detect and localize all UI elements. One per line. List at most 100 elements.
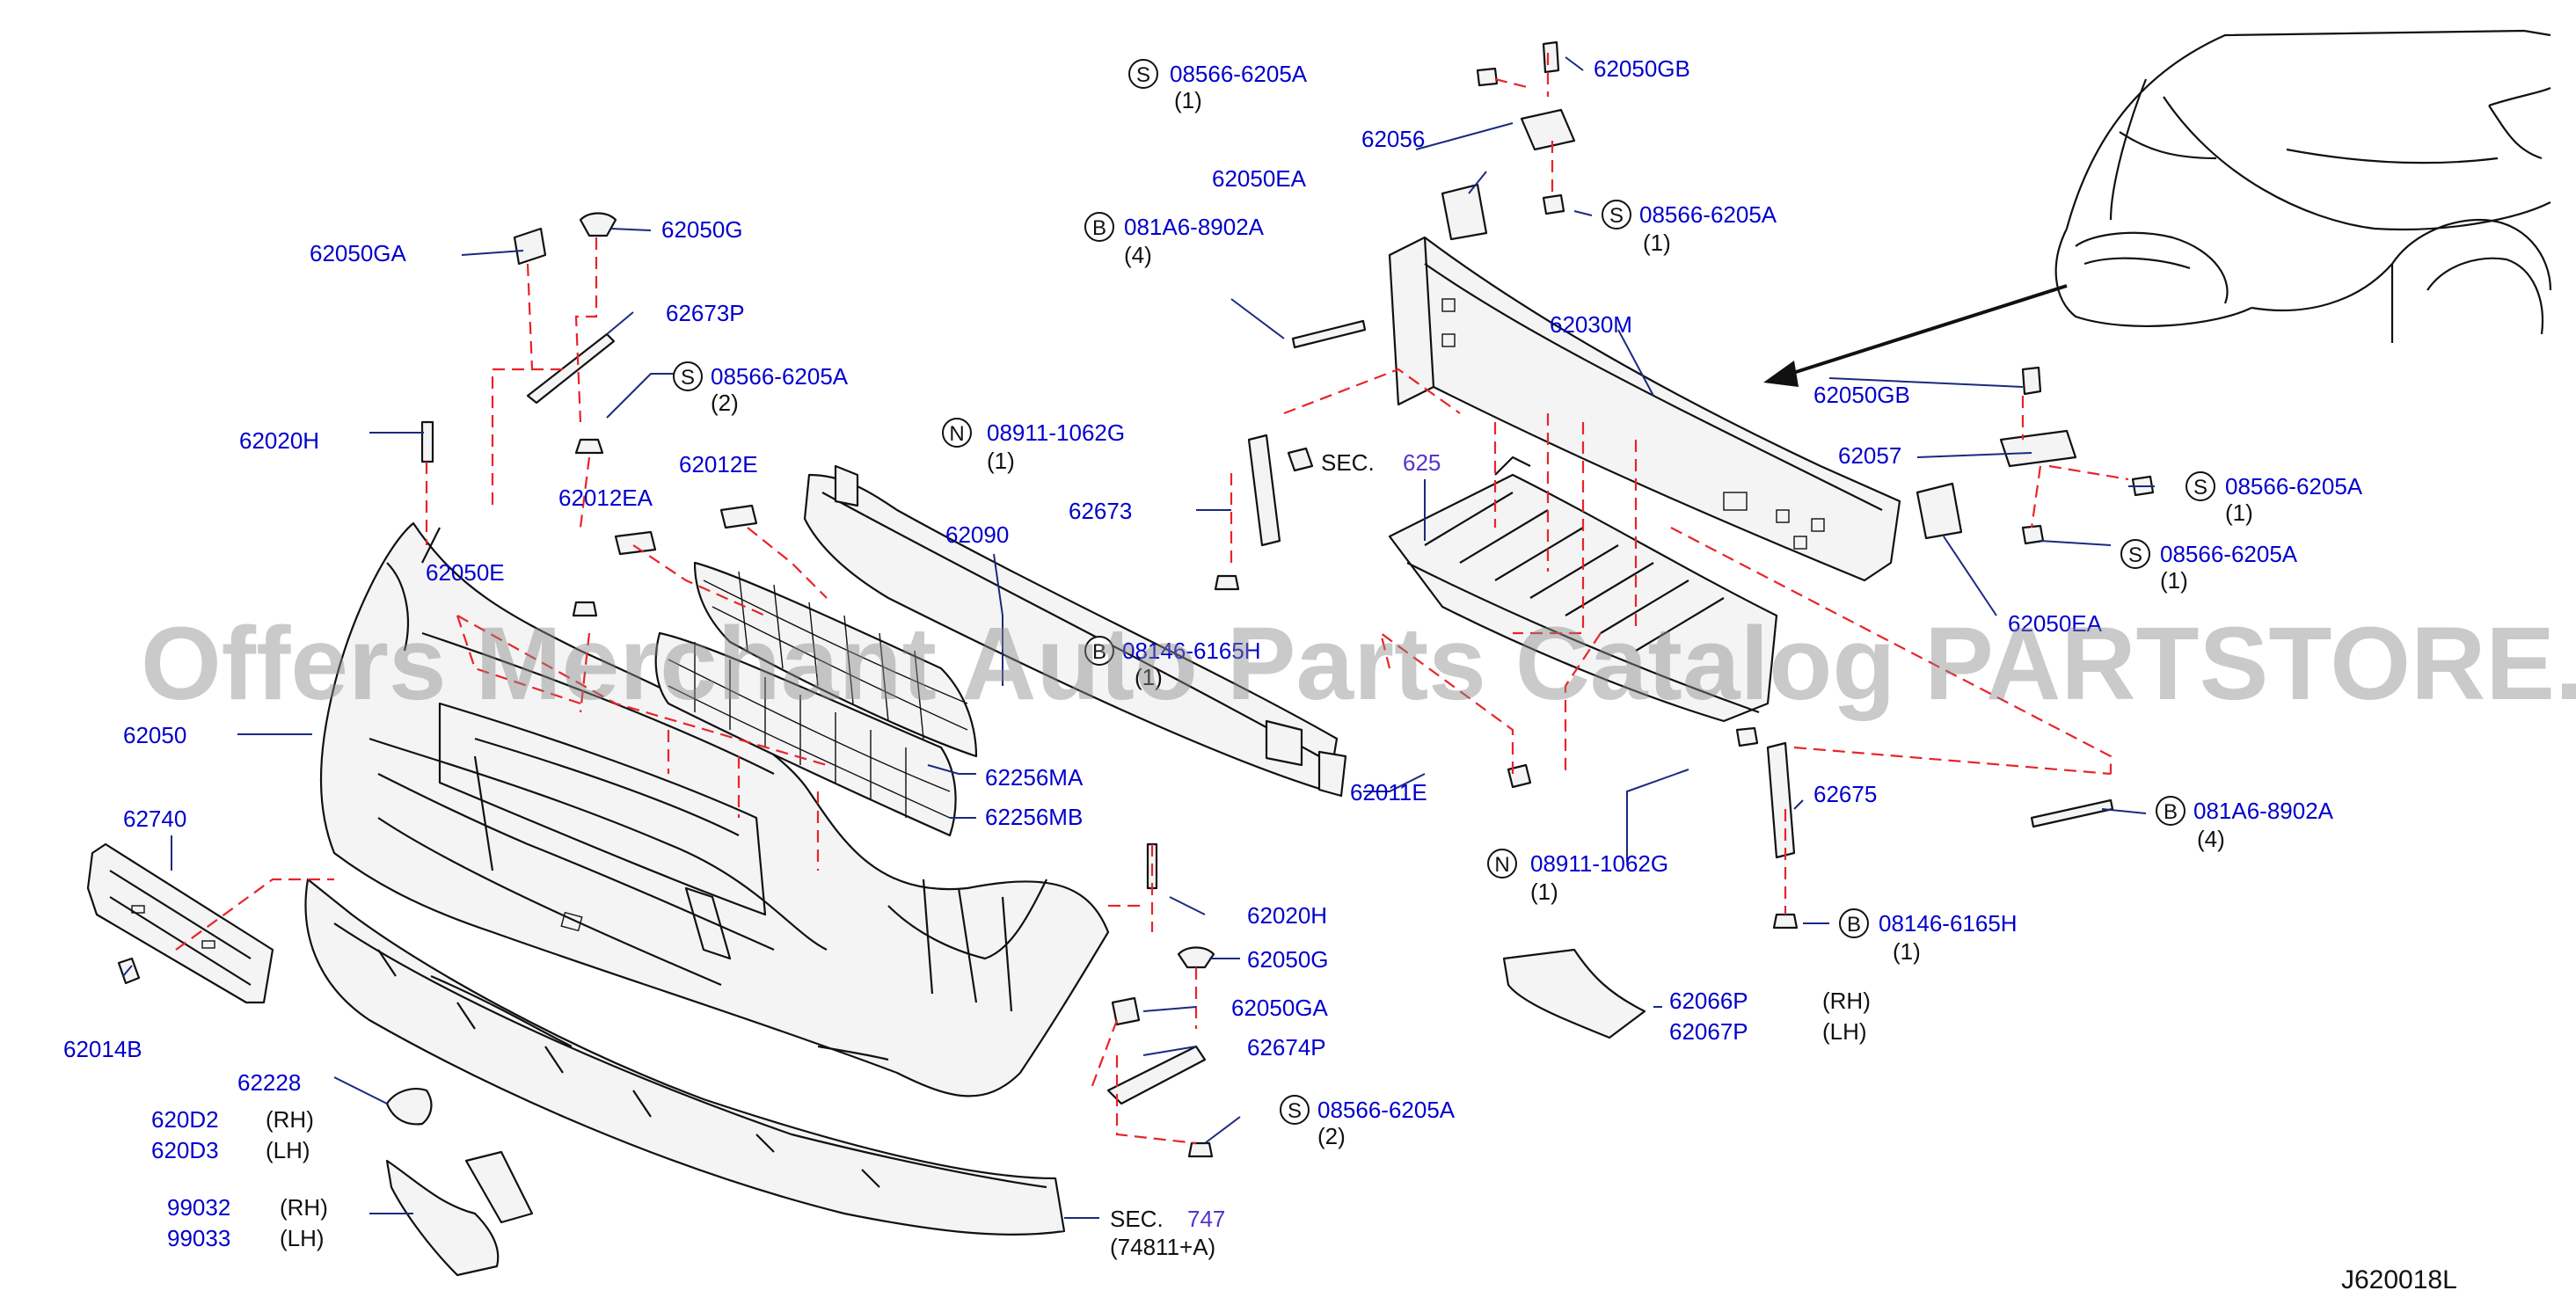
circle-n-2-letter: N — [1494, 853, 1509, 877]
grille-62256MB[interactable] — [654, 631, 957, 837]
circle-s-5-letter: S — [2193, 476, 2207, 499]
label-s6-code[interactable]: 08566-6205A — [2160, 541, 2298, 567]
label-62228[interactable]: 62228 — [237, 1069, 301, 1096]
label-s5-code[interactable]: 08566-6205A — [2225, 473, 2363, 499]
label-62012EA[interactable]: 62012EA — [558, 485, 653, 511]
label-sec625-link[interactable]: 625 — [1403, 449, 1441, 476]
under-cover-sec747[interactable] — [304, 878, 1066, 1236]
bracket-620D2-620D3[interactable] — [464, 1150, 534, 1224]
fasteners — [420, 40, 2155, 1158]
label-62020H-mid[interactable]: 62020H — [1247, 902, 1327, 929]
label-s5-qty: (1) — [2225, 499, 2253, 526]
label-sec747-link[interactable]: 747 — [1187, 1206, 1225, 1232]
label-62256MB[interactable]: 62256MB — [985, 804, 1083, 830]
label-62030M[interactable]: 62030M — [1550, 311, 1632, 338]
circle-b-2-letter: B — [2164, 800, 2178, 824]
label-62050EA-right[interactable]: 62050EA — [2008, 610, 2103, 637]
label-62050E[interactable]: 62050E — [426, 559, 505, 586]
bracket-62673P[interactable] — [526, 332, 616, 405]
circle-s-4-letter: S — [1609, 204, 1624, 228]
label-62056[interactable]: 62056 — [1361, 126, 1425, 152]
label-62740[interactable]: 62740 — [123, 806, 186, 832]
label-62675[interactable]: 62675 — [1813, 781, 1877, 807]
bracket-62056[interactable] — [1520, 108, 1576, 151]
diagram-code: J620018L — [2341, 1265, 2457, 1294]
label-s4-code[interactable]: 08566-6205A — [1639, 201, 1777, 228]
circle-n-2 — [1487, 849, 1517, 879]
label-99033[interactable]: 99033 — [167, 1225, 230, 1251]
circle-b-hidden-letter: B — [1092, 640, 1106, 664]
tow-hook-cover-62228[interactable] — [385, 1088, 433, 1126]
alignment-lines — [175, 53, 2129, 1145]
label-sec747-word: SEC. — [1110, 1206, 1164, 1232]
label-62066P-rh: (RH) — [1822, 988, 1871, 1014]
circle-s-2-letter: S — [1288, 1099, 1302, 1123]
bracket-62674P[interactable] — [1106, 1045, 1207, 1105]
label-620D3[interactable]: 620D3 — [151, 1137, 219, 1163]
label-62050EA-top[interactable]: 62050EA — [1212, 165, 1307, 192]
license-plate-bracket-62740[interactable] — [86, 842, 274, 1004]
clip-62014B[interactable] — [117, 957, 141, 985]
label-b2-code[interactable]: 081A6-8902A — [2193, 798, 2334, 824]
label-s3-qty: (1) — [1174, 87, 1202, 113]
label-s3-code[interactable]: 08566-6205A — [1170, 61, 1308, 87]
circle-b-3-letter: B — [1847, 913, 1861, 937]
label-620D3-lh: (LH) — [266, 1137, 310, 1163]
spacer-62050EA-top[interactable] — [1441, 183, 1488, 241]
circle-s-4 — [1602, 200, 1631, 230]
bracket-62675[interactable] — [1766, 741, 1796, 859]
label-b1-code[interactable]: 081A6-8902A — [1124, 214, 1265, 240]
label-62020H-left[interactable]: 62020H — [239, 427, 319, 454]
label-62090[interactable]: 62090 — [945, 521, 1009, 548]
label-620D2[interactable]: 620D2 — [151, 1106, 219, 1133]
circle-s-1-letter: S — [681, 366, 695, 390]
label-62012E[interactable]: 62012E — [679, 451, 758, 478]
label-n1-code[interactable]: 08911-1062G — [987, 419, 1125, 446]
label-s1-code[interactable]: 08566-6205A — [711, 363, 849, 390]
label-n2-code[interactable]: 08911-1062G — [1530, 850, 1668, 877]
protector-99032-99033[interactable] — [385, 1159, 500, 1277]
label-62050GA-mid[interactable]: 62050GA — [1231, 995, 1329, 1021]
label-b1-qty: (4) — [1124, 242, 1152, 268]
label-b-hidden-code[interactable]: 08146-6165H — [1122, 638, 1261, 664]
label-62050G-mid[interactable]: 62050G — [1247, 946, 1329, 973]
circle-n-1-letter: N — [949, 422, 964, 446]
label-62674P[interactable]: 62674P — [1247, 1034, 1326, 1061]
bracket-62057[interactable] — [1999, 429, 2077, 468]
circle-b-1 — [1084, 212, 1114, 242]
circle-s-6 — [2120, 539, 2150, 569]
label-b3-code[interactable]: 08146-6165H — [1879, 910, 2018, 937]
label-62050GA-top[interactable]: 62050GA — [310, 240, 407, 266]
bumper-fascia-62050[interactable] — [319, 521, 1110, 1097]
label-620D2-rh: (RH) — [266, 1106, 314, 1133]
label-99032[interactable]: 99032 — [167, 1194, 230, 1221]
label-62067P[interactable]: 62067P — [1669, 1018, 1748, 1045]
part-labels: 62050GA 62050G 62673P S 08566-6205A (2) … — [63, 55, 2457, 1294]
label-62050GB-top[interactable]: 62050GB — [1594, 55, 1690, 82]
circle-b-2 — [2156, 796, 2186, 826]
label-62057[interactable]: 62057 — [1838, 442, 1901, 469]
label-62050[interactable]: 62050 — [123, 722, 186, 748]
splash-shield-62066P[interactable] — [1502, 948, 1646, 1039]
label-62066P[interactable]: 62066P — [1669, 988, 1748, 1014]
label-b-hidden-qty: (1) — [1135, 664, 1163, 690]
label-s6-qty: (1) — [2160, 567, 2188, 594]
label-62011E[interactable]: 62011E — [1350, 779, 1427, 806]
label-62256MA[interactable]: 62256MA — [985, 764, 1084, 791]
label-99032-rh: (RH) — [280, 1194, 328, 1221]
energy-absorber-62090[interactable] — [803, 464, 1347, 798]
label-62050GB-right[interactable]: 62050GB — [1813, 382, 1910, 408]
spacer-62050EA-right[interactable] — [1916, 482, 1963, 540]
label-62673P[interactable]: 62673P — [666, 300, 745, 326]
label-s2-qty: (2) — [1317, 1123, 1346, 1149]
grille-62256MA[interactable] — [693, 561, 978, 758]
label-62673[interactable]: 62673 — [1069, 498, 1132, 524]
bracket-62673[interactable] — [1247, 434, 1281, 547]
label-62014B[interactable]: 62014B — [63, 1036, 142, 1062]
circle-n-1 — [942, 418, 972, 448]
watermark-text: Offers Merchant Auto Parts Catalog PARTS… — [141, 606, 2576, 722]
label-62050G-top[interactable]: 62050G — [661, 216, 743, 243]
circle-s-2 — [1280, 1095, 1310, 1125]
label-s2-code[interactable]: 08566-6205A — [1317, 1097, 1456, 1123]
